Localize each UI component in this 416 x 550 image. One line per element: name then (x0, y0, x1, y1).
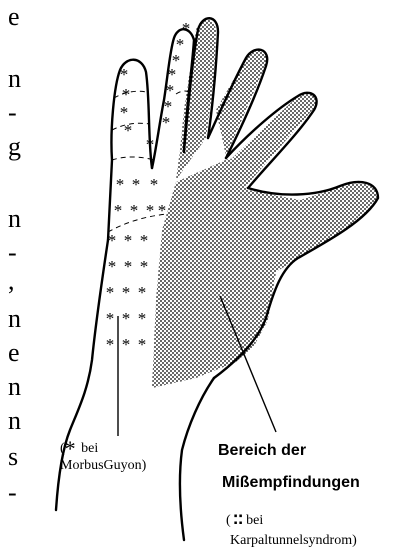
asterisk-marker: * (120, 103, 129, 122)
asterisk-marker: * (138, 335, 147, 354)
asterisk-marker: * (138, 309, 147, 328)
asterisk-marker: * (124, 121, 133, 140)
asterisk-marker: * (150, 175, 159, 194)
asterisk-marker: * (124, 231, 133, 250)
region-caption-line1: Bereich der (218, 442, 306, 459)
asterisk-marker: * (158, 201, 167, 220)
asterisk-marker: * (146, 135, 155, 154)
guyon-caption-bei: bei (81, 441, 98, 456)
asterisk-marker: * (162, 113, 171, 132)
guyon-caption: (* bei MorbusGuyon) (60, 440, 146, 474)
asterisk-marker: * (122, 309, 131, 328)
paresthesia-region (152, 20, 378, 388)
asterisk-marker: * (132, 175, 141, 194)
asterisk-marker: * (140, 257, 149, 276)
guyon-caption-paren: ( (60, 441, 65, 456)
asterisk-marker: * (124, 257, 133, 276)
asterisk-marker: * (108, 231, 117, 250)
guyon-caption-name: MorbusGuyon) (60, 458, 146, 473)
asterisk-marker: * (138, 283, 147, 302)
dot-pattern-icon: :: (233, 508, 243, 528)
karpal-caption-paren: ( (226, 513, 231, 528)
asterisk-marker: * (106, 283, 115, 302)
asterisk-marker: * (120, 65, 129, 84)
karpal-caption-bei: bei (246, 513, 263, 528)
asterisk-marker: * (140, 231, 149, 250)
asterisk-marker: * (108, 257, 117, 276)
region-caption: Bereich der Mißempfindungen (218, 442, 360, 492)
region-caption-line2: Mißempfindungen (222, 474, 360, 492)
karpal-caption-name: Karpaltunnelsyndrom) (230, 531, 357, 550)
asterisk-marker: * (146, 201, 155, 220)
asterisk-marker: * (106, 335, 115, 354)
asterisk-marker: * (106, 309, 115, 328)
asterisk-marker: * (130, 201, 139, 220)
asterisk-marker: * (122, 283, 131, 302)
asterisk-marker: * (114, 201, 123, 220)
karpal-caption: (:: bei Karpaltunnelsyndrom) (226, 508, 357, 550)
asterisk-marker: * (122, 335, 131, 354)
asterisk-marker: * (116, 175, 125, 194)
asterisk-marker: * (122, 85, 131, 104)
